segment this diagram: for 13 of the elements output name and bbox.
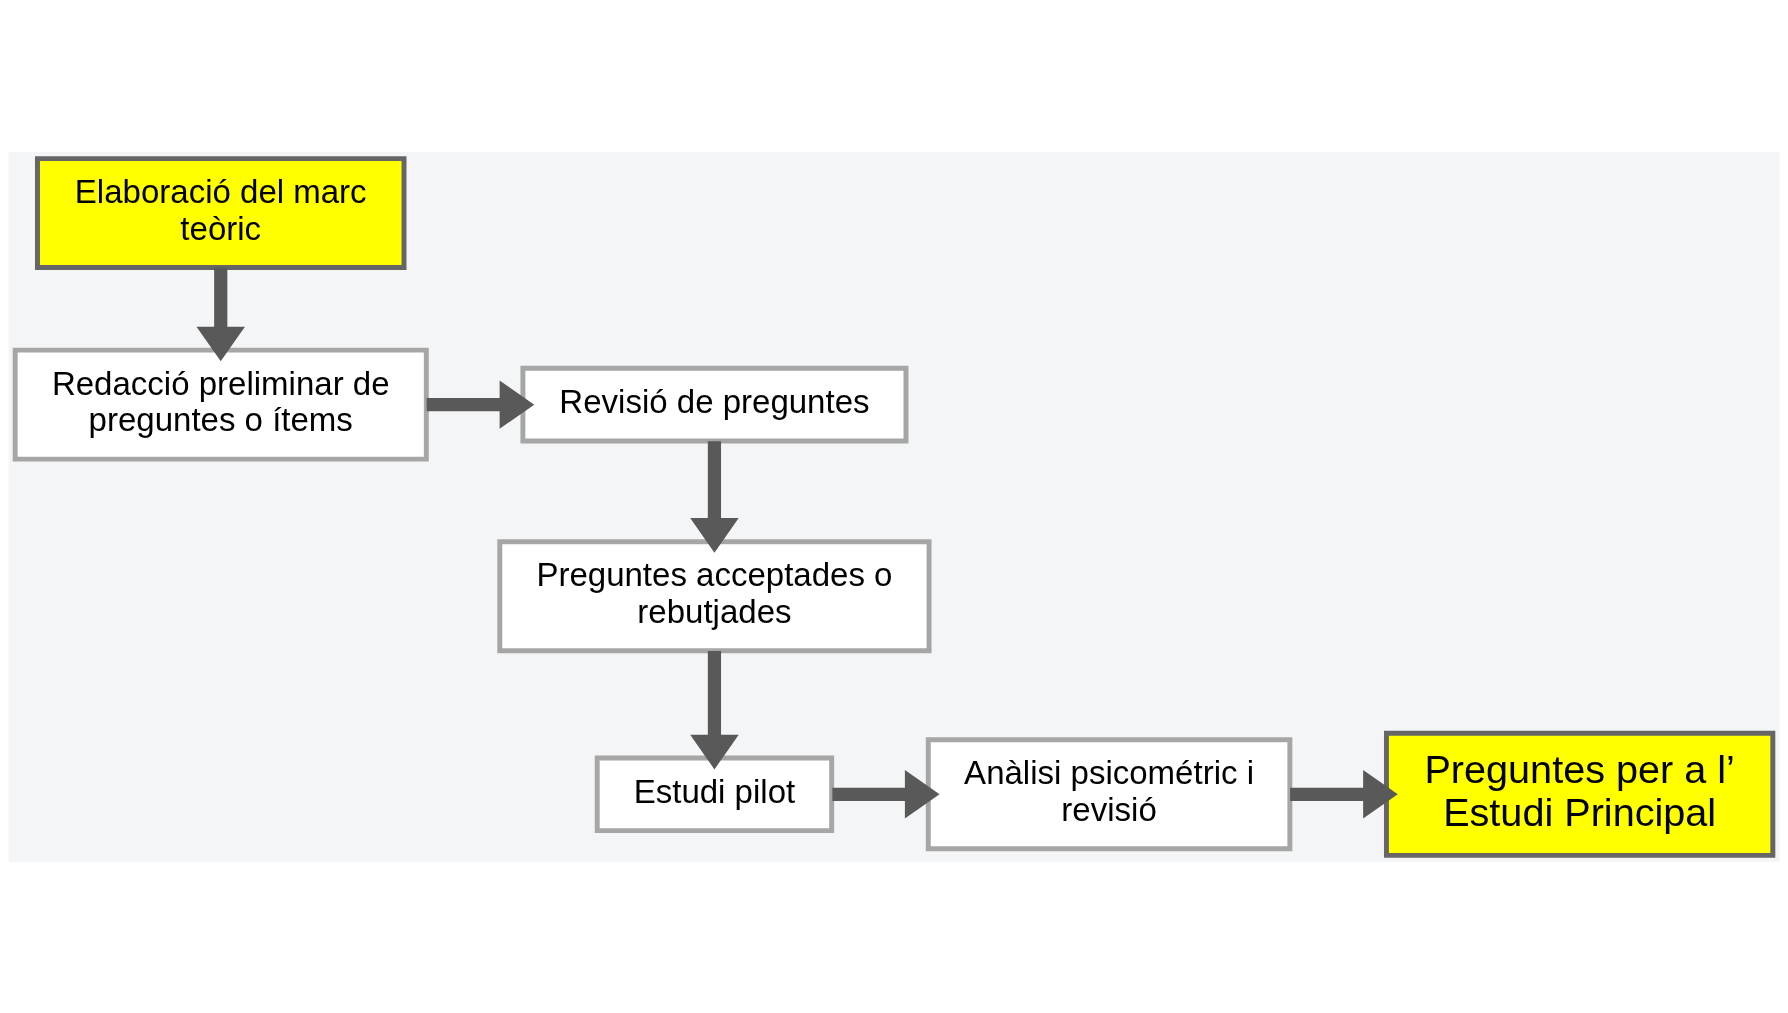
node-box: Redacció preliminar de preguntes o ítems bbox=[12, 347, 429, 462]
node-box: Anàlisi psicométric i revisió bbox=[925, 736, 1293, 851]
node-box: Preguntes per a l’ Estudi Principal bbox=[1384, 730, 1776, 858]
node-box: Elaboració del marc teòric bbox=[35, 155, 407, 270]
node-box: Preguntes acceptades o rebutjades bbox=[497, 538, 932, 653]
arrow bbox=[690, 440, 739, 553]
node-box: Revisió de preguntes bbox=[520, 365, 909, 443]
arrow bbox=[1290, 769, 1398, 819]
arrow bbox=[196, 267, 245, 361]
arrow bbox=[426, 379, 535, 429]
arrow bbox=[690, 650, 739, 769]
node-box: Estudi pilot bbox=[594, 755, 835, 833]
arrow bbox=[832, 769, 940, 819]
